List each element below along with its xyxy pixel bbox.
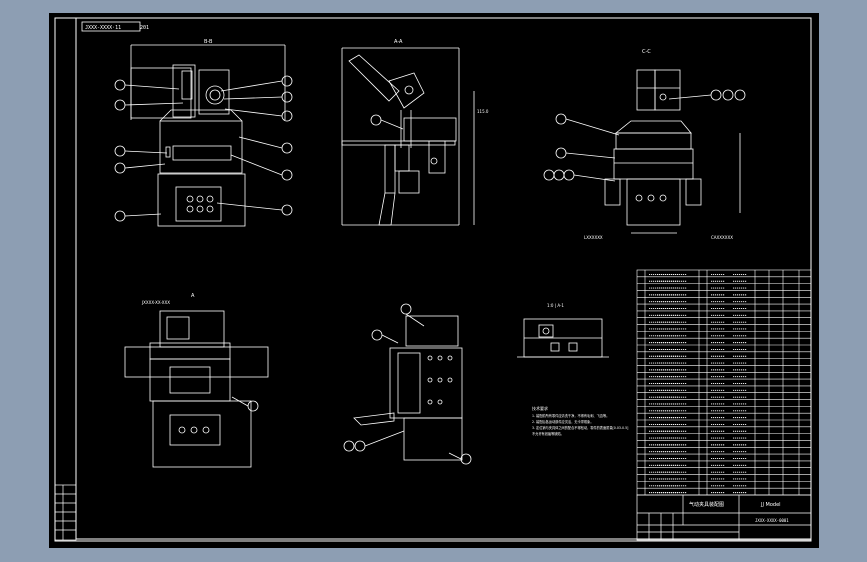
view-plan: A JXXXX-XX-XXX <box>124 293 269 468</box>
title-block-school: JJ Model <box>760 502 781 508</box>
notes-line-3: 3. 定位销与夹具体之间的配合不得松动，零件的表面质量[0.03-0.5] <box>532 425 628 430</box>
detail-label: 1:0 | A-1 <box>547 303 564 308</box>
notes-line-1: 1. 装配前所有零件应清洗干净，不得有毛刺、飞边等。 <box>532 413 609 418</box>
view-side-elevation: A-A 115.0 <box>341 39 489 226</box>
notes-title: 技术要求 <box>532 405 548 411</box>
code-box-right: 201 <box>140 25 149 31</box>
title-block <box>636 494 812 541</box>
technical-notes: 技术要求 1. 装配前所有零件应清洗干净，不得有毛刺、飞边等。 2. 装配后各运… <box>532 405 628 436</box>
title-block-name: 气动夹具装配图 <box>689 501 724 508</box>
notes-line-4: 不允许有划痕等缺陷。 <box>532 431 564 436</box>
svg-text:LXXXXXX: LXXXXXX <box>584 235 603 240</box>
view-front-elevation: B-B <box>114 39 293 227</box>
view-section <box>343 303 472 465</box>
svg-text:115.0: 115.0 <box>477 109 489 114</box>
notes-line-2: 2. 装配后各运动部件应灵活，无卡滞现象。 <box>532 419 593 424</box>
view-label-1: B-B <box>204 39 213 45</box>
title-block-drawing-no: JXXX-XXXX-0001 <box>755 518 789 523</box>
bom-table <box>636 269 812 496</box>
view-detail: 1:0 | A-1 <box>517 303 609 358</box>
revision-table <box>54 484 77 541</box>
code-box <box>81 21 141 32</box>
cad-viewport[interactable]: JXXX-XXXX·11 201 B-B <box>49 13 819 548</box>
view-label-3: C-C <box>642 49 651 55</box>
view-end-elevation: C-C CAXXXXXX LXXXXXX <box>543 49 746 240</box>
view-label-2: A-A <box>394 39 403 45</box>
svg-text:CAXXXXXX: CAXXXXXX <box>711 235 733 240</box>
cad-drawing: JXXX-XXXX·11 201 B-B <box>54 17 812 542</box>
svg-text:JXXXX-XX-XXX: JXXXX-XX-XXX <box>141 300 170 305</box>
view-label-4: A <box>191 293 195 299</box>
code-box-text: JXXX-XXXX·11 <box>85 25 121 31</box>
